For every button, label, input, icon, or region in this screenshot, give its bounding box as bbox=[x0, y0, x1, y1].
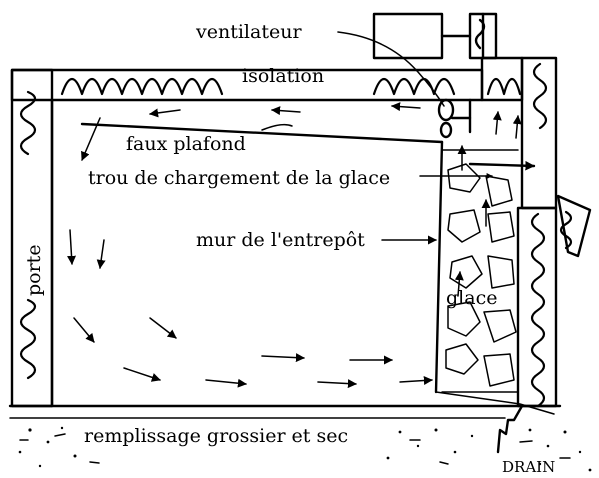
false-ceiling bbox=[80, 122, 444, 144]
label-ventilateur: ventilateur bbox=[195, 21, 302, 43]
ice-blocks bbox=[441, 149, 519, 393]
label-faux-plafond: faux plafond bbox=[126, 133, 246, 155]
inner-wall bbox=[50, 98, 444, 408]
drain bbox=[435, 391, 555, 454]
left-wall bbox=[10, 68, 54, 408]
right-lower-wall bbox=[516, 206, 558, 408]
right-upper-wall bbox=[480, 56, 558, 210]
label-glace: glace bbox=[446, 287, 497, 309]
label-isolation: isolation bbox=[242, 65, 324, 87]
label-mur-entrepot: mur de l'entrepôt bbox=[196, 229, 365, 251]
label-drain: DRAIN bbox=[502, 458, 555, 476]
leader-lines bbox=[261, 31, 493, 245]
airflow-arrows bbox=[67, 102, 536, 389]
label-porte: porte bbox=[23, 244, 45, 296]
loading-hatch bbox=[556, 194, 592, 258]
label-remplissage: remplissage grossier et sec bbox=[84, 425, 348, 447]
fan-icon bbox=[437, 98, 472, 139]
label-trou-chargement: trou de chargement de la glace bbox=[88, 167, 390, 189]
ground-fill bbox=[8, 404, 592, 472]
fan-box bbox=[372, 12, 498, 60]
